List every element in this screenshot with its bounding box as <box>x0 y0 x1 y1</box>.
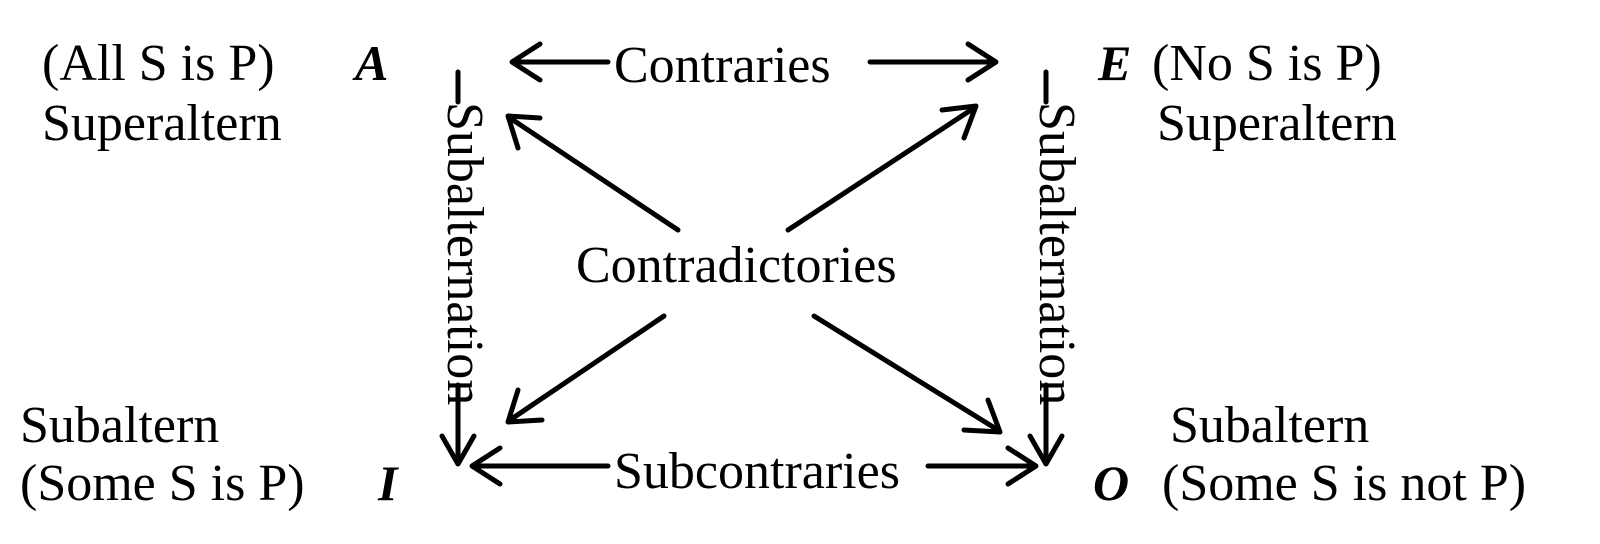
a-role-label: Superaltern <box>42 95 282 152</box>
a-corner-letter: A <box>352 35 388 91</box>
e-role-label: Superaltern <box>1157 95 1397 152</box>
a-proposition-label: (All S is P) <box>42 35 275 92</box>
left-subalternation-label: Subalternation <box>436 102 493 405</box>
contradictories-arrow-to-o <box>811 313 1003 435</box>
contradictories-label: Contradictories <box>576 237 897 294</box>
right-subalternation-label: Subalternation <box>1028 102 1085 405</box>
contradictories-arrow-to-a <box>505 113 681 233</box>
e-proposition-label: (No S is P) <box>1152 35 1382 92</box>
contradictories-arrow-to-e <box>785 103 979 233</box>
o-corner-letter: O <box>1093 455 1129 511</box>
o-role-label: Subaltern <box>1170 397 1369 454</box>
i-role-label: Subaltern <box>20 397 219 454</box>
i-proposition-label: (Some S is P) <box>20 455 305 512</box>
subcontraries-arrow <box>469 445 1039 487</box>
contraries-label: Contraries <box>614 37 831 94</box>
left-subalternation-arrow <box>439 69 477 467</box>
contraries-arrow <box>509 41 999 83</box>
subcontraries-label: Subcontraries <box>614 443 900 500</box>
i-corner-letter: I <box>377 455 399 511</box>
e-corner-letter: E <box>1097 35 1131 91</box>
o-proposition-label: (Some S is not P) <box>1162 455 1526 512</box>
right-subalternation-arrow <box>1027 69 1065 467</box>
contradictories-arrow-to-i <box>505 313 667 425</box>
